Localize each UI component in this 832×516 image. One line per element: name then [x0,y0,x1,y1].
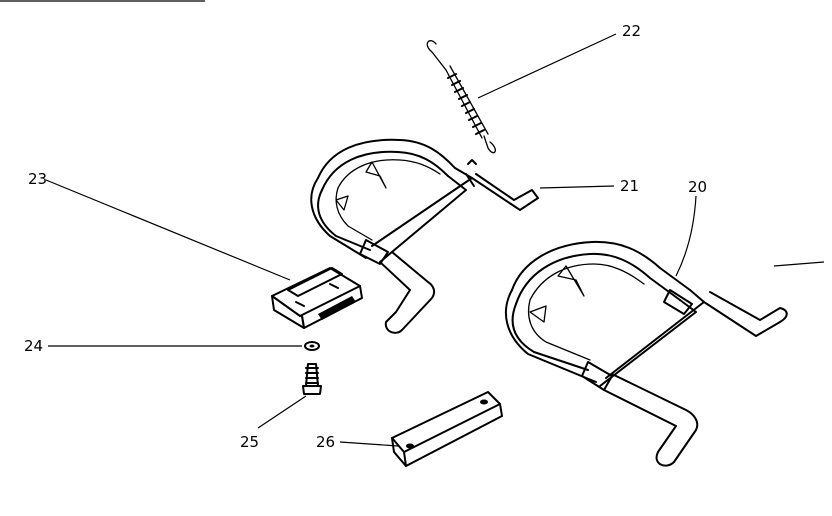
label-23: 23 [28,170,47,188]
leader-20 [675,195,697,277]
part-26-plate [391,391,503,467]
part-20-bail [504,240,788,467]
part-24-washer [304,341,320,351]
part-25-screw [302,363,322,395]
part-21-bail [310,138,539,334]
leader-23 [45,179,291,281]
leader-21 [539,185,615,189]
label-20: 20 [688,178,707,196]
part-22-spring [426,40,496,154]
label-24: 24 [24,337,43,355]
label-22: 22 [622,22,641,40]
part-23-block [271,267,363,329]
leader-26 [339,441,399,447]
leader-22 [477,33,617,99]
label-25: 25 [240,433,259,451]
label-21: 21 [620,177,639,195]
edge-mark [773,261,825,267]
leader-25 [257,395,307,429]
label-26: 26 [316,433,335,451]
